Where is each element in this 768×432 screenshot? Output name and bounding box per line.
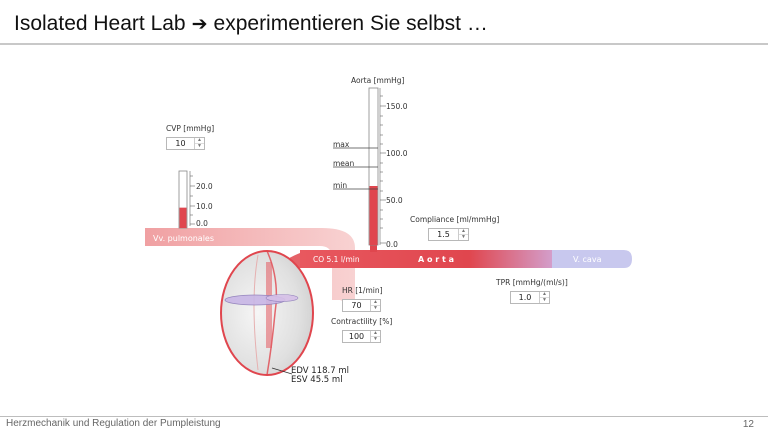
- aorta-tick-100: 100.0: [386, 149, 408, 158]
- aorta-pressure-gauge: [333, 87, 386, 246]
- aorta-gauge-label: Aorta [mmHg]: [351, 76, 405, 85]
- title-right: experimentieren Sie selbst …: [213, 12, 488, 35]
- pulmonary-vein-label: Vv. pulmonales: [153, 234, 215, 243]
- min-marker-label: min: [333, 181, 348, 190]
- volume-leader-line: [271, 367, 293, 375]
- hr-down-icon[interactable]: ▼: [373, 305, 378, 311]
- aorta-gauge-connector: [370, 244, 377, 252]
- hr-up-icon[interactable]: ▲: [371, 300, 380, 306]
- slide-title: Isolated Heart Lab➔experimentieren Sie s…: [14, 12, 488, 36]
- compliance-up-icon[interactable]: ▲: [459, 229, 468, 235]
- vena-cava: [552, 250, 632, 268]
- cvp-tick-0: 0.0: [196, 219, 208, 228]
- cvp-tick-10: 10.0: [196, 202, 213, 211]
- compliance-down-icon[interactable]: ▼: [461, 234, 466, 240]
- hr-value: 70: [351, 301, 362, 310]
- compliance-value: 1.5: [437, 230, 450, 239]
- footer-text: Herzmechanik und Regulation der Pumpleis…: [6, 418, 221, 429]
- heart-ventricle: [220, 250, 314, 376]
- cvp-value: 10: [175, 139, 186, 148]
- compliance-stepper[interactable]: 1.5 ▲▼: [428, 228, 469, 241]
- cvp-level: [179, 207, 187, 228]
- page-number: 12: [742, 419, 754, 430]
- footer-divider: [0, 416, 768, 417]
- tpr-up-icon[interactable]: ▲: [540, 292, 549, 298]
- pulmonary-vein: [145, 228, 355, 303]
- aorta-label: A o r t a: [418, 255, 454, 264]
- contractility-down-icon[interactable]: ▼: [373, 336, 378, 342]
- hr-label: HR [1/min]: [342, 286, 383, 295]
- aorta-tick-0: 0.0: [386, 240, 398, 249]
- cvp-gauge: [178, 170, 195, 229]
- tpr-down-icon[interactable]: ▼: [542, 297, 547, 303]
- esv-readout: ESV 45.5 ml: [291, 375, 343, 385]
- vena-cava-label: V. cava: [573, 255, 602, 264]
- tpr-label: TPR [mmHg/(ml/s)]: [496, 278, 568, 287]
- cvp-tick-20: 20.0: [196, 182, 213, 191]
- contractility-stepper[interactable]: 100 ▲▼: [342, 330, 381, 343]
- tpr-stepper[interactable]: 1.0 ▲▼: [510, 291, 550, 304]
- cvp-down-icon[interactable]: ▼: [197, 143, 202, 149]
- cvp-up-icon[interactable]: ▲: [195, 138, 204, 144]
- aorta-band: [300, 250, 560, 268]
- cvp-stepper[interactable]: 10 ▲▼: [166, 137, 205, 150]
- hr-stepper[interactable]: 70 ▲▼: [342, 299, 381, 312]
- title-left: Isolated Heart Lab: [14, 12, 186, 35]
- aorta-tick-50: 50.0: [386, 196, 403, 205]
- aorta-pressure-level: [369, 186, 378, 245]
- contractility-label: Contractility [%]: [331, 317, 393, 326]
- tpr-value: 1.0: [518, 293, 532, 302]
- aorta-tick-150: 150.0: [386, 102, 408, 111]
- arrow-right-icon: ➔: [191, 13, 208, 35]
- compliance-label: Compliance [ml/mmHg]: [410, 215, 500, 224]
- title-divider: [0, 43, 768, 45]
- cvp-label: CVP [mmHg]: [166, 124, 215, 133]
- cardiac-output-label: CO 5.1 l/min: [313, 255, 360, 264]
- edv-readout: EDV 118.7 ml: [291, 366, 349, 376]
- mean-marker-label: mean: [333, 159, 355, 168]
- contractility-value: 100: [348, 332, 365, 341]
- max-marker-label: max: [333, 140, 350, 149]
- contractility-up-icon[interactable]: ▲: [371, 331, 380, 337]
